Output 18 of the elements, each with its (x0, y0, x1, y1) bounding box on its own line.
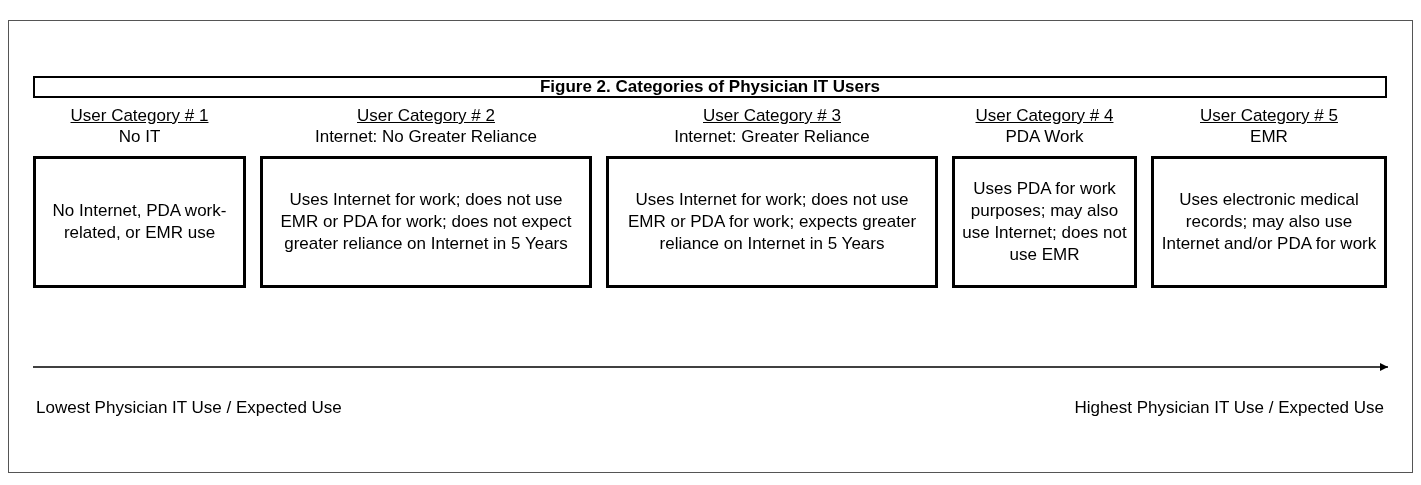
category-name: PDA Work (1005, 127, 1084, 146)
figure-title: Figure 2. Categories of Physician IT Users (33, 76, 1387, 98)
category-heading: User Category # 4 (975, 106, 1114, 125)
category-heading: User Category # 2 (357, 106, 495, 125)
category-name: No IT (118, 127, 161, 146)
scale-label: Lowest Physician IT Use / Expected Use (36, 398, 342, 418)
description-text: No Internet, PDA work-related, or EMR use (51, 200, 228, 244)
description-text: Uses electronic medical records; may also use Internet and/or PDA for work (1160, 189, 1378, 255)
description-text: Uses Internet for work; does not use EMR or PDA for work; expects greater reliance on Internet in 5 Years (626, 189, 918, 255)
category-name: Internet: Greater Reliance (674, 127, 870, 146)
category-heading: User Category # 1 (70, 106, 209, 125)
category-name: Internet: No Greater Reliance (314, 127, 538, 146)
description-text: Uses Internet for work; does not use EMR or PDA for work; does not expect greater reliance on Internet in 5 Years (279, 189, 573, 255)
scale-label: Highest Physician IT Use / Expected Use (1074, 398, 1384, 418)
category-heading: User Category # 5 (1200, 106, 1338, 125)
category-heading: User Category # 3 (703, 106, 841, 125)
description-text: Uses PDA for work purposes; may also use Internet; does not use EMR (961, 178, 1128, 266)
category-name: EMR (1250, 127, 1288, 146)
